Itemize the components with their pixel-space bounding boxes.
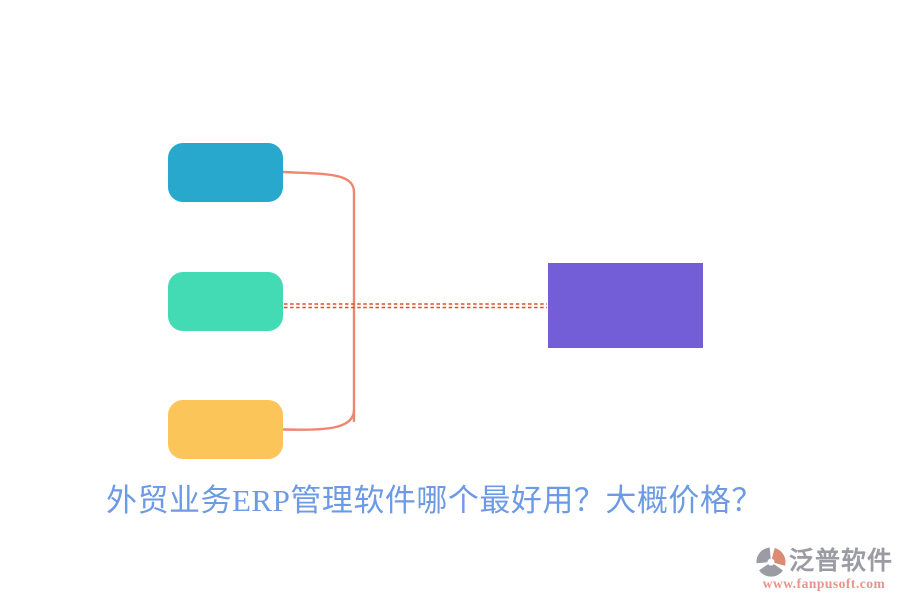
brace-connector-top	[281, 170, 356, 423]
branch-node-middle	[168, 272, 283, 331]
brace-connector-bottom	[281, 408, 356, 431]
logo-segment-right	[771, 547, 786, 566]
logo-segment-topleft	[756, 547, 772, 564]
brand-name: 泛普软件	[788, 548, 893, 575]
main-topic-node	[548, 263, 703, 348]
fanpu-logo-icon	[756, 547, 786, 577]
branch-node-bottom	[168, 400, 283, 459]
page-title: 外贸业务ERP管理软件哪个最好用？大概价格？	[106, 483, 763, 518]
brand-logo: 泛普软件 www.fanpusoft.com	[755, 546, 893, 592]
brand-logo-row: 泛普软件	[755, 546, 893, 578]
brand-url: www.fanpusoft.com	[762, 576, 886, 591]
branch-node-top	[168, 143, 283, 202]
logo-segment-bottom	[759, 563, 783, 577]
